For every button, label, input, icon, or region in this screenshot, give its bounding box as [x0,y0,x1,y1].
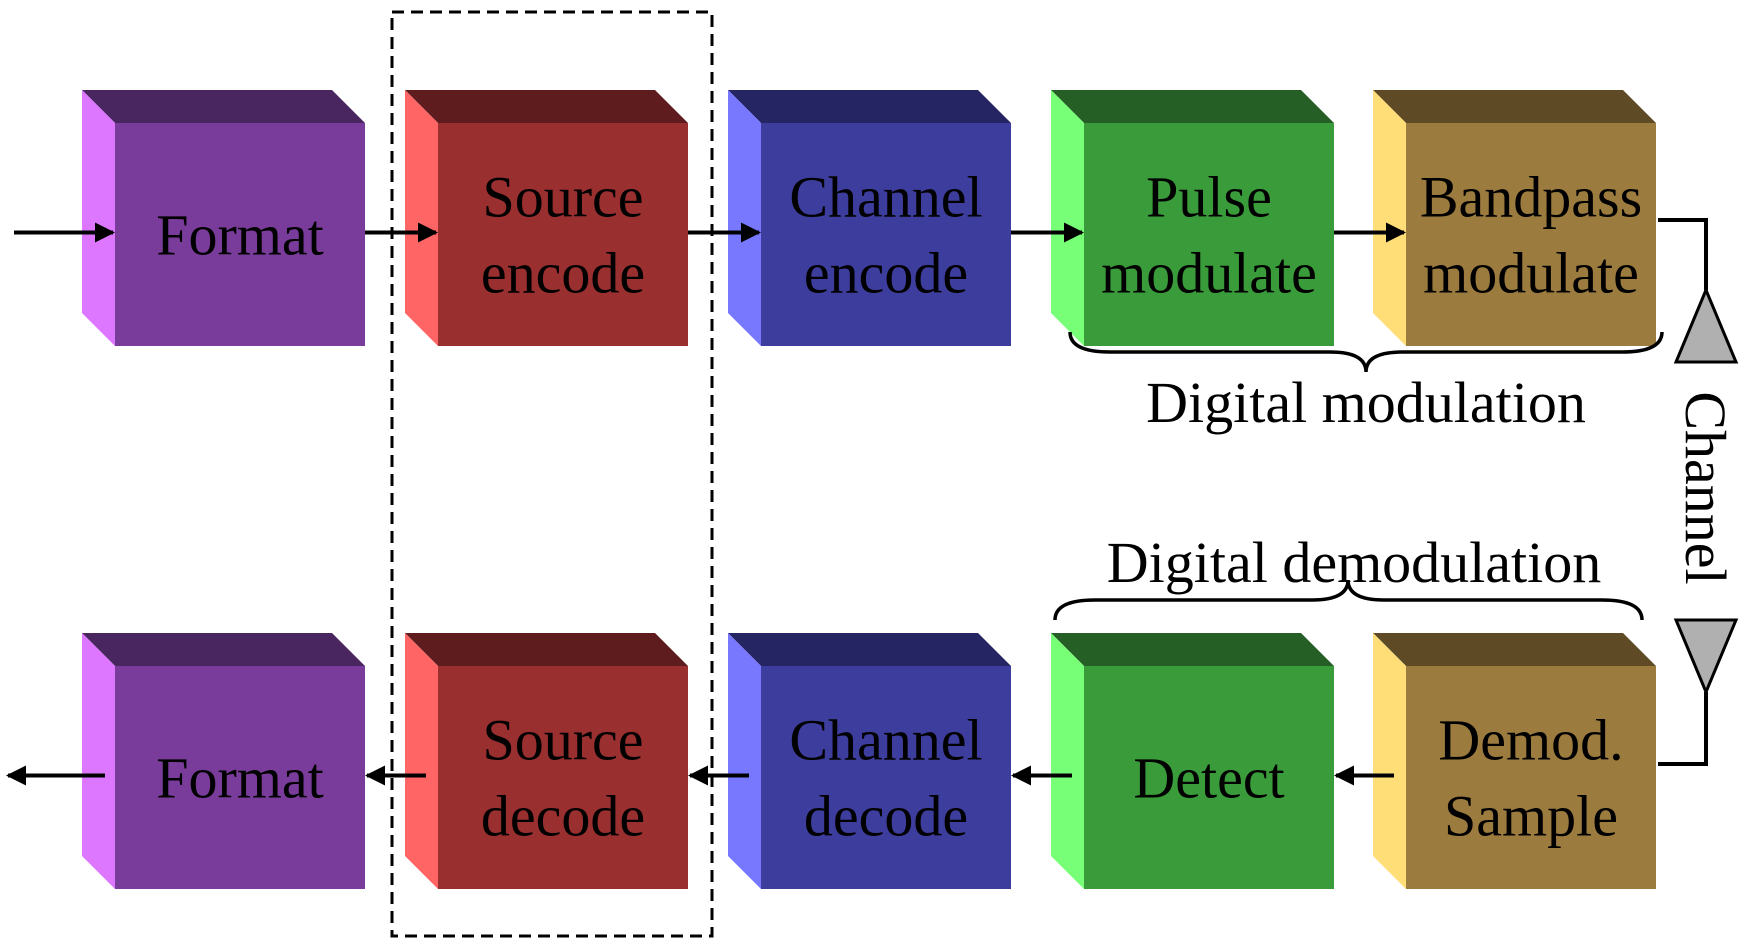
blocks-layer: FormatSourceencodeChannelencodePulsemodu… [82,90,1656,889]
rx-antenna-icon [1673,618,1739,696]
block-front-face [761,666,1011,889]
block-label: Channel [789,708,982,773]
block-top-face [82,90,365,123]
block-top-face [1373,90,1656,123]
tx-pulse-modulate-block: Pulse modulate [1051,90,1334,346]
block-front-face [1406,123,1656,346]
rx-format-block: Format [82,633,365,889]
block-top-face [728,633,1011,666]
block-front-face [115,123,365,346]
rx-source-decode-block: Source decode [405,633,688,889]
block-label: decode [481,784,645,849]
block-front-face [438,666,688,889]
block-front-face [115,666,365,889]
block-front-face [1084,123,1334,346]
block-label: Source [482,708,643,773]
block-top-face [1373,633,1656,666]
block-label: modulate [1101,241,1317,306]
block-label: encode [804,241,968,306]
block-top-face [405,633,688,666]
block-front-face [1084,666,1334,889]
block-label: Bandpass [1420,165,1642,230]
tx-format-block: Format [82,90,365,346]
block-top-face [405,90,688,123]
block-label: Sample [1444,784,1618,849]
block-front-face [438,123,688,346]
block-side-face [728,90,761,346]
block-top-face [728,90,1011,123]
rx-channel-decode-block: Channel decode [728,633,1011,889]
tx-channel-wire [1658,218,1708,290]
channel-label: Channel [1673,391,1738,584]
block-label: Detect [1133,746,1284,811]
tx-bandpass-modulate-block: Bandpass modulate [1373,90,1656,346]
block-label: encode [481,241,645,306]
block-side-face [1373,90,1406,346]
block-top-face [1051,633,1334,666]
block-label: modulate [1423,241,1639,306]
block-label: Demod. [1438,708,1623,773]
block-top-face [1051,90,1334,123]
block-label: decode [804,784,968,849]
block-side-face [405,90,438,346]
block-label: Pulse [1146,165,1272,230]
block-side-face [82,633,115,889]
arrows-layer [6,222,1406,786]
tx-antenna-icon [1673,286,1739,364]
tx-source-encode-block: Source encode [405,90,688,346]
block-front-face [761,123,1011,346]
digital-modulation-brace [1068,331,1664,373]
source-coding-dashed-box [390,10,714,938]
block-side-face [728,633,761,889]
block-side-face [1051,633,1084,889]
block-side-face [405,633,438,889]
digital-demodulation-label: Digital demodulation [1107,530,1602,595]
rx-detect-block: Detect [1051,633,1334,889]
block-label: Source [482,165,643,230]
digital-demodulation-brace [1053,579,1644,621]
block-label: Format [156,746,324,811]
block-side-face [82,90,115,346]
digital-modulation-label: Digital modulation [1146,370,1586,435]
block-top-face [82,633,365,666]
block-front-face [1406,666,1656,889]
block-label: Channel [789,165,982,230]
tx-channel-encode-block: Channel encode [728,90,1011,346]
block-label: Format [156,203,324,268]
block-side-face [1373,633,1406,889]
rx-demod-sample-block: Demod. Sample [1373,633,1656,889]
rx-channel-wire [1658,692,1708,766]
block-side-face [1051,90,1084,346]
